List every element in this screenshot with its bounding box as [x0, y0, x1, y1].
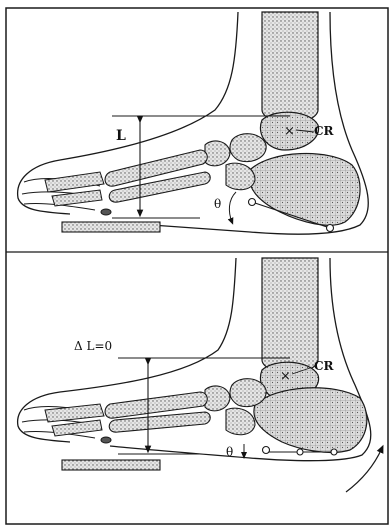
- bottom-length-label: Δ L=0: [74, 339, 112, 353]
- top-center-label: CR: [314, 124, 335, 138]
- bottom-center-label: CR: [314, 359, 335, 373]
- top-heel-point: [327, 225, 334, 232]
- top-length-label: L: [116, 128, 126, 144]
- bottom-heel-point-2: [331, 449, 337, 455]
- top-navicular: [230, 134, 266, 162]
- top-sesamoid: [101, 209, 111, 215]
- top-insole-block: [62, 222, 160, 232]
- top-angle-label: θ: [214, 197, 221, 211]
- bottom-heel-point: [297, 449, 303, 455]
- bottom-insole-block: [62, 460, 160, 470]
- bottom-navicular: [230, 379, 266, 407]
- bottom-angle-label: θ: [226, 445, 233, 459]
- bottom-pivot-point: [263, 447, 270, 454]
- top-center-x-mark: ×: [284, 124, 295, 139]
- bottom-tibia: [262, 258, 318, 373]
- bottom-sesamoid: [101, 437, 111, 443]
- bottom-center-x-mark: ×: [280, 369, 291, 384]
- top-tibia: [262, 12, 318, 123]
- top-pivot-point: [249, 199, 256, 206]
